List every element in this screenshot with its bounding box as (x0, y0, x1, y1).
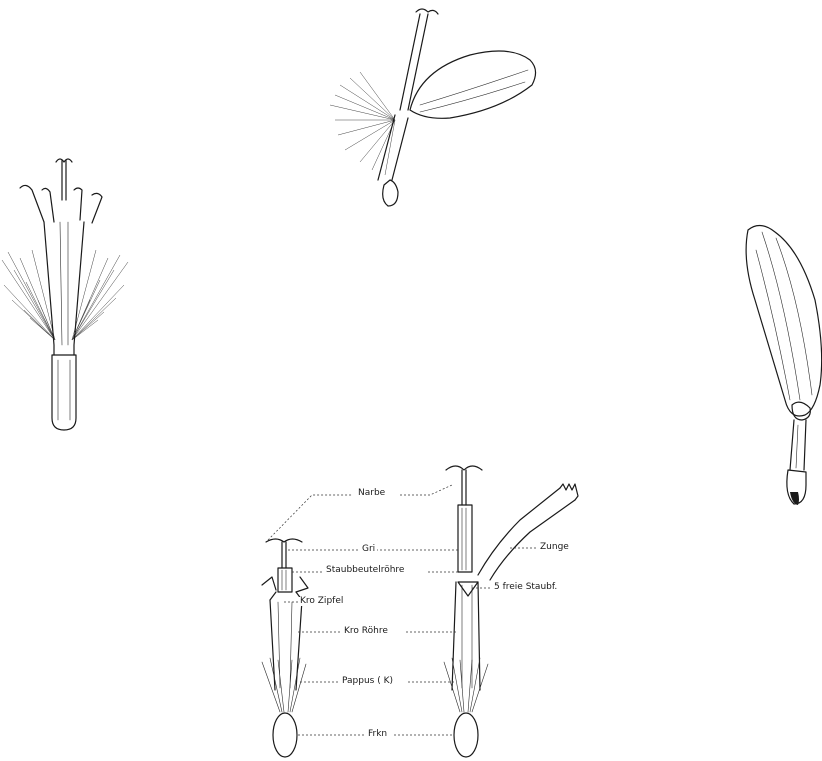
ray-floret-bud-drawing-icon (746, 225, 822, 505)
label-griffel: Gri (360, 545, 377, 554)
label-pappus: Pappus ( K) (340, 677, 395, 686)
label-zunge: Zunge (538, 543, 571, 552)
label-staubbeutelroehre: Staubbeutelröhre (324, 566, 406, 575)
ray-floret-drawing-icon (330, 9, 536, 206)
tubular-floret-drawing-icon (2, 159, 128, 430)
label-kro-zipfel: Kro Zipfel (298, 597, 345, 606)
label-narbe: Narbe (356, 489, 387, 498)
leader-lines (268, 485, 538, 735)
schematic-ray-floret-icon (444, 466, 578, 757)
label-freie-staubf: 5 freie Staubf. (492, 583, 559, 592)
label-kro-roehre: Kro Röhre (342, 627, 390, 636)
label-frkn: Frkn (366, 730, 389, 739)
